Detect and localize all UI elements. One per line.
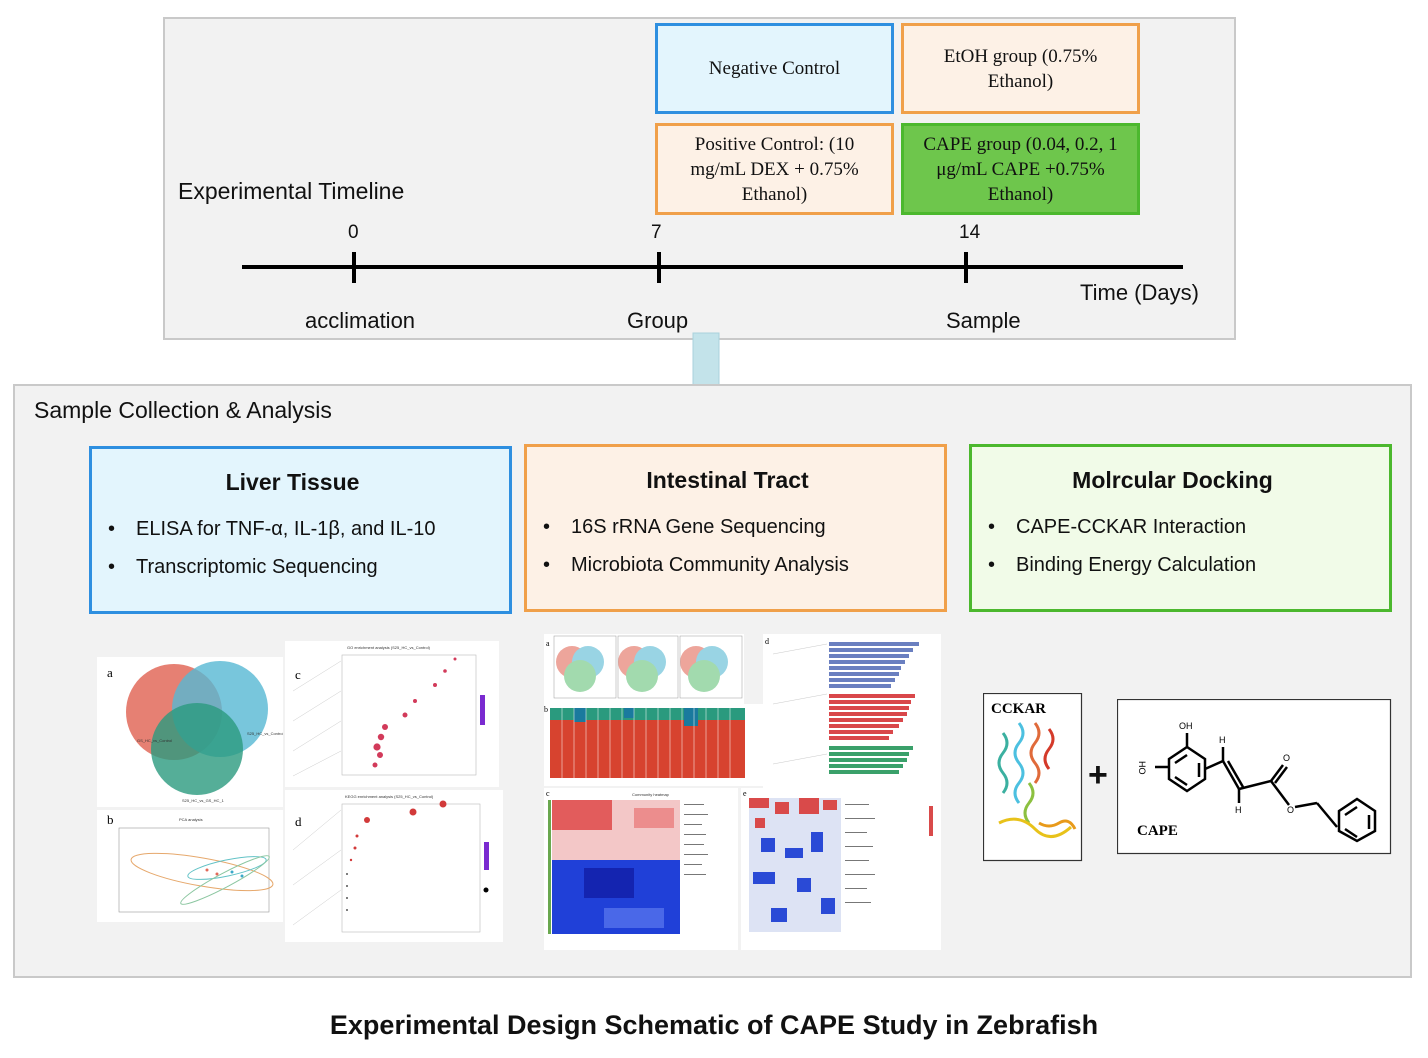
intestinal-item-16s: 16S rRNA Gene Sequencing [541,508,914,546]
pca-title: PCA analysis [179,817,203,822]
lefse-bar-thumbnail: d [763,634,941,794]
plus-sign: + [1088,756,1108,794]
tick-label-7: 7 [651,222,662,243]
liver-item-elisa: ELISA for TNF-α, IL-1β, and IL-10 [106,510,479,548]
kegg-enrichment-thumbnail: d KEGG enrichment analysis (S25_HC_vs_Co… [285,790,503,942]
cape-group-label: CAPE group (0.04, 0.2, 1 μg/mL CAPE +0.7… [923,133,1118,205]
cape-group-box: CAPE group (0.04, 0.2, 1 μg/mL CAPE +0.7… [901,123,1140,215]
docking-item-energy: Binding Energy Calculation [986,546,1359,584]
h-label-top: H [1219,735,1226,745]
molecular-docking-title: Molrcular Docking [1072,467,1273,493]
stage-group: Group [627,308,689,333]
timeline-axis [242,252,1183,417]
stacked-bar-thumbnail: b [544,704,764,786]
stage-acclimation: acclimation [305,308,416,333]
pca-letter-b: b [107,812,114,827]
cckar-label: CCKAR [991,701,1046,717]
h-label-bottom: H [1235,805,1242,815]
go-title: GO enrichment analysis (S25_HC_vs_Contro… [347,645,431,650]
svg-text:GS_HC_vs_Control: GS_HC_vs_Control [137,738,172,743]
timeline-heading: Experimental Timeline [178,178,405,204]
venn-diagram-thumbnail: a GS_HC_vs_Control S25_HC_vs_Control S25… [97,657,283,807]
cckar-protein-image: CCKAR [983,693,1083,862]
stage-sample: Sample [946,308,1021,333]
positive-control-box: Positive Control: (10 mg/mL DEX + 0.75% … [655,123,894,215]
etoh-group-label: EtOH group (0.75% Ethanol) [943,45,1098,92]
tick-label-14: 14 [959,222,981,243]
cape-structure-image: OH HO H H O O CAPE [1117,699,1392,855]
venn-letter-a: a [107,665,113,680]
svg-text:S25_HC_vs_Control: S25_HC_vs_Control [247,731,283,736]
kegg-letter-d: d [295,814,302,829]
ho-label: HO [1137,761,1147,775]
intestinal-tract-title: Intestinal Tract [646,467,809,493]
negative-control-label: Negative Control [708,58,841,79]
o-label-ester: O [1287,805,1294,815]
analysis-heading: Sample Collection & Analysis [34,397,332,423]
etoh-group-box: EtOH group (0.75% Ethanol) [901,23,1140,114]
community-heatmap-thumbnail: c Community heatmap [544,788,738,950]
intestinal-tract-box: Intestinal Tract 16S rRNA Gene Sequencin… [524,444,947,612]
liver-tissue-box: Liver Tissue ELISA for TNF-α, IL-1β, and… [89,446,512,614]
svg-text:S25_HC_vs_GS_HC_1: S25_HC_vs_GS_HC_1 [182,798,225,803]
negative-control-box: Negative Control [655,23,894,114]
heatmap-title: Community heatmap [632,792,670,797]
intestinal-item-community: Microbiota Community Analysis [541,546,914,584]
liver-item-transcriptomic: Transcriptomic Sequencing [106,548,479,586]
figure-title: Experimental Design Schematic of CAPE St… [329,1010,1099,1040]
correlation-heatmap-thumbnail: e [741,788,941,950]
go-letter-c: c [295,667,301,682]
micro-letter-e: e [743,789,747,798]
micro-letter-d: d [765,637,769,646]
tick-label-0: 0 [348,222,359,243]
liver-tissue-title: Liver Tissue [225,469,360,495]
go-enrichment-thumbnail: c GO enrichment analysis (S25_HC_vs_Cont… [285,641,499,787]
oh-label: OH [1179,721,1193,731]
cape-label: CAPE [1137,823,1178,839]
kegg-title: KEGG enrichment analysis (S25_HC_vs_Cont… [345,794,434,799]
micro-letter-a: a [546,639,550,648]
positive-control-label: Positive Control: (10 mg/mL DEX + 0.75% … [690,133,859,205]
time-axis-label: Time (Days) [1080,280,1199,305]
pca-plot-thumbnail: b PCA analysis [97,810,283,922]
micro-letter-b: b [544,705,548,714]
micro-letter-c: c [546,789,550,798]
molecular-docking-box: Molrcular Docking CAPE-CCKAR Interaction… [969,444,1392,612]
venn-triplets-thumbnail: a [544,634,744,704]
o-label-carbonyl: O [1283,753,1290,763]
docking-item-interaction: CAPE-CCKAR Interaction [986,508,1359,546]
